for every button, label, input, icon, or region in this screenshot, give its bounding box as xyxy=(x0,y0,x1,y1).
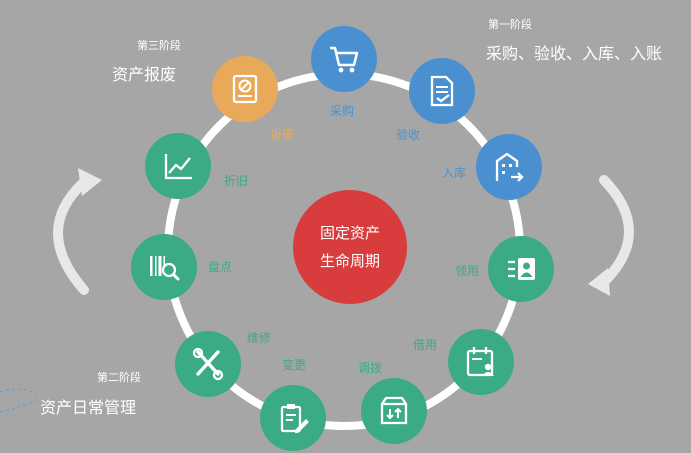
acceptance-node[interactable] xyxy=(409,58,475,124)
depreciation-node[interactable] xyxy=(145,133,211,199)
right-cycle-arrow xyxy=(599,175,634,287)
purchase-label: 采购 xyxy=(330,104,355,118)
transfer-node[interactable] xyxy=(361,378,427,444)
left-cycle-arrow xyxy=(53,177,89,295)
borrow-node[interactable] xyxy=(448,329,514,395)
box-icon xyxy=(380,396,408,425)
inventory-node[interactable] xyxy=(131,234,197,300)
depreciation-label: 折旧 xyxy=(224,174,249,188)
scrap-label: 报废 xyxy=(270,128,295,142)
center-title-line1: 固定资产 xyxy=(319,224,380,242)
first-stage-desc: 采购、验收、入库、入账 xyxy=(486,44,663,63)
center-title-line2: 生命周期 xyxy=(319,252,380,270)
storage-node[interactable] xyxy=(476,134,542,200)
line-chart-icon xyxy=(164,154,192,180)
cart-icon xyxy=(330,46,359,73)
center-circle: 固定资产 生命周期 xyxy=(293,190,407,304)
scrap-node[interactable] xyxy=(212,56,278,122)
barcode-search-icon xyxy=(150,256,180,281)
first-stage-tag: 第一阶段 xyxy=(488,18,532,31)
purchase-node[interactable] xyxy=(311,26,377,92)
user-list-icon xyxy=(508,258,535,280)
disposal-icon xyxy=(232,74,258,104)
change-node[interactable] xyxy=(260,385,326,451)
third-stage-desc: 资产报废 xyxy=(112,65,177,84)
transfer-label: 调拨 xyxy=(358,361,383,375)
second-stage-desc: 资产日常管理 xyxy=(40,398,137,417)
tools-icon xyxy=(192,347,224,381)
building-icon xyxy=(495,152,524,182)
repair-node[interactable] xyxy=(175,331,241,397)
checklist-icon xyxy=(430,75,454,107)
dashed-connector xyxy=(0,388,37,413)
borrow-label: 借用 xyxy=(413,338,438,352)
left-arrowhead xyxy=(78,168,102,196)
edit-icon xyxy=(280,404,309,433)
change-label: 变更 xyxy=(282,358,307,372)
inventory-label: 盘点 xyxy=(208,260,233,274)
claim-label: 领用 xyxy=(455,264,480,278)
claim-node[interactable] xyxy=(488,236,554,302)
second-stage-tag: 第二阶段 xyxy=(97,371,141,384)
acceptance-label: 验收 xyxy=(396,128,421,142)
right-arrowhead xyxy=(588,268,610,296)
calendar-user-icon xyxy=(466,347,494,377)
storage-label: 入库 xyxy=(442,166,467,180)
repair-label: 维修 xyxy=(247,331,272,345)
third-stage-tag: 第三阶段 xyxy=(137,39,181,52)
